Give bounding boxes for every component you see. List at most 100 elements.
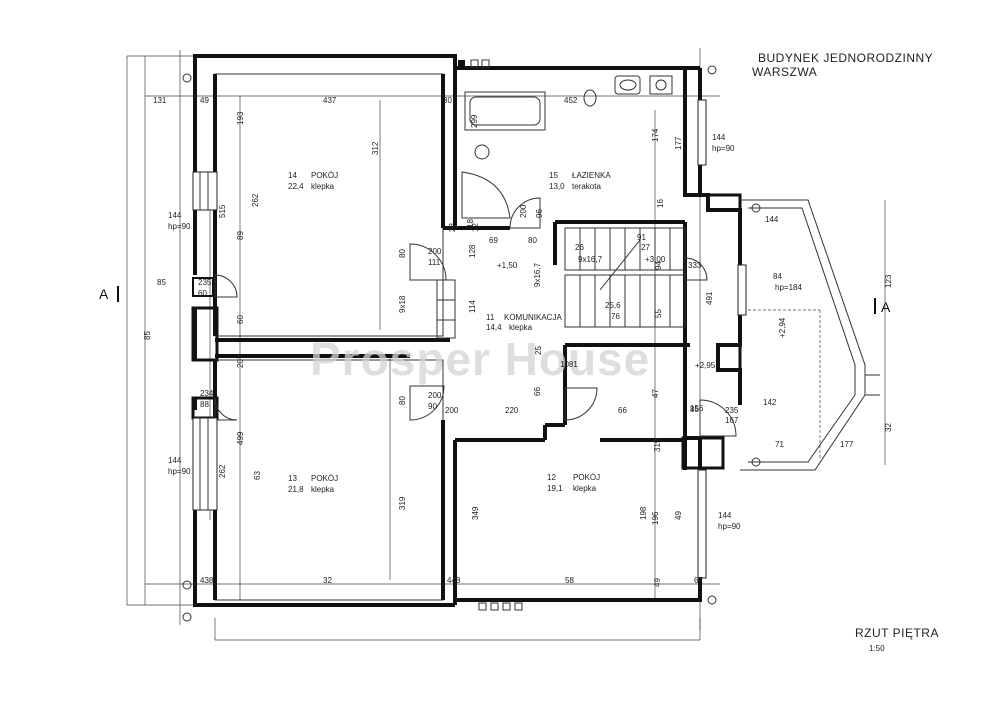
dimension-label: 200 [519, 204, 528, 218]
balcony [740, 199, 880, 471]
dimension-label: 200 [428, 391, 442, 400]
dimension-label: 262 [251, 193, 260, 207]
staircase [564, 227, 686, 328]
dimension-label: hp=184 [775, 283, 802, 292]
dimension-label: 235 [725, 406, 739, 415]
room-15-name: ŁAZIENKA [572, 171, 611, 180]
section-markers: A A [99, 286, 891, 315]
room-labels: 14 POKÓJ 22,4 klepka 15 ŁAZIENKA 13,0 te… [288, 171, 611, 494]
dimension-label: 71 [775, 440, 784, 449]
room-13-number: 13 [288, 474, 297, 483]
dimension-label: 491 [705, 291, 714, 305]
dimension-label: 66 [533, 387, 542, 396]
dimension-label: 58 [565, 576, 574, 585]
room-15-area: 13,0 [549, 182, 565, 191]
dimension-label: 25 [534, 346, 543, 355]
dimension-label: 32 [323, 576, 332, 585]
dimension-label: 94 [654, 261, 663, 270]
title-block: BUDYNEK JEDNORODZINNY WARSZWA RZUT PIĘTR… [752, 51, 939, 653]
dimension-label: 91 [637, 233, 646, 242]
building-city: WARSZWA [752, 65, 817, 79]
dimension-label: 96 [535, 209, 544, 218]
room-14-area: 22,4 [288, 182, 304, 191]
dimension-label: 111 [428, 258, 441, 267]
building-type: BUDYNEK JEDNORODZINNY [758, 51, 933, 65]
dimension-label: 131 [153, 96, 167, 105]
dimension-label: 18 [466, 219, 475, 228]
dimension-label: 235 [198, 278, 212, 287]
dimension-label: 167 [725, 416, 739, 425]
dimension-label: 312 [371, 141, 380, 155]
dimension-label: 319 [653, 438, 662, 452]
room-11-finish: klepka [509, 323, 533, 332]
dimension-label: 80 [398, 249, 407, 258]
dimension-label: 515 [218, 204, 227, 218]
dimension-label: 63 [253, 471, 262, 480]
dimension-label: hp=90 [168, 467, 191, 476]
watermark: Prosper House [310, 333, 650, 385]
dimension-label: 80 [528, 236, 537, 245]
drawing-title: RZUT PIĘTRA [855, 626, 939, 640]
dimension-label: 174 [651, 128, 660, 142]
dimension-label: 49 [653, 578, 662, 587]
dimension-label: 319 [398, 496, 407, 510]
dimension-label: 499 [236, 431, 245, 445]
dimension-label: 144 [168, 456, 182, 465]
dimension-label: 16 [656, 199, 665, 208]
room-11-area: 14,4 [486, 323, 502, 332]
room-12-finish: klepka [573, 484, 597, 493]
dimension-label: 49 [200, 96, 209, 105]
dimension-label: 49 [674, 511, 683, 520]
dimension-label: +2,95 [695, 361, 716, 370]
dimension-label: 89 [236, 231, 245, 240]
dimension-label: 76 [611, 312, 620, 321]
dimension-label: 123 [884, 274, 893, 288]
dimension-label: 28 [448, 223, 457, 232]
dimension-label: hp=90 [168, 222, 191, 231]
dimension-lines [126, 48, 886, 641]
dimension-label: 196 [651, 511, 660, 525]
dimension-label: 177 [674, 136, 683, 150]
dimension-label: 207 [236, 354, 245, 368]
dimension-label: 47 [651, 389, 660, 398]
dimension-label: 177 [840, 440, 854, 449]
room-14-name: POKÓJ [311, 171, 338, 180]
room-15-number: 15 [549, 171, 558, 180]
room-13-name: POKÓJ [311, 474, 338, 483]
section-marker-left: A [99, 286, 109, 302]
dimension-label: 452 [564, 96, 578, 105]
dimension-label: 85 [143, 331, 152, 340]
door-swings [214, 197, 737, 437]
dimension-label: 30 [443, 96, 452, 105]
windows [192, 99, 747, 579]
dimension-label: 333 [688, 261, 702, 270]
section-marker-right: A [881, 299, 891, 315]
corridor-cabinets [436, 279, 456, 339]
markers [182, 59, 761, 622]
dimension-label: 234 [200, 389, 214, 398]
dimension-label: 1081 [560, 360, 578, 369]
dimension-label: 27 [641, 243, 650, 252]
dimension-label: 60 [236, 315, 245, 324]
dimension-label: 80 [398, 396, 407, 405]
dimension-label: 66 [618, 406, 627, 415]
drawing-scale: 1:50 [869, 644, 885, 653]
room-12-name: POKÓJ [573, 473, 600, 482]
dimension-label: 55 [654, 309, 663, 318]
dimension-label: 220 [505, 406, 519, 415]
dimension-label: 193 [236, 111, 245, 125]
bathroom-fixtures [461, 75, 673, 219]
dimension-label: 144 [718, 511, 732, 520]
dimension-label: 84 [773, 272, 782, 281]
dimension-label: 25,6 [605, 301, 621, 310]
dimension-label: 142 [763, 398, 777, 407]
room-12-number: 12 [547, 473, 556, 482]
dimension-label: +1,50 [497, 261, 518, 270]
dimension-label: 349 [471, 506, 480, 520]
dimension-label: +2,94 [778, 317, 787, 338]
dimension-label: 200 [445, 406, 459, 415]
dimension-label: 200 [428, 247, 442, 256]
dimension-label: 12 [471, 223, 480, 232]
